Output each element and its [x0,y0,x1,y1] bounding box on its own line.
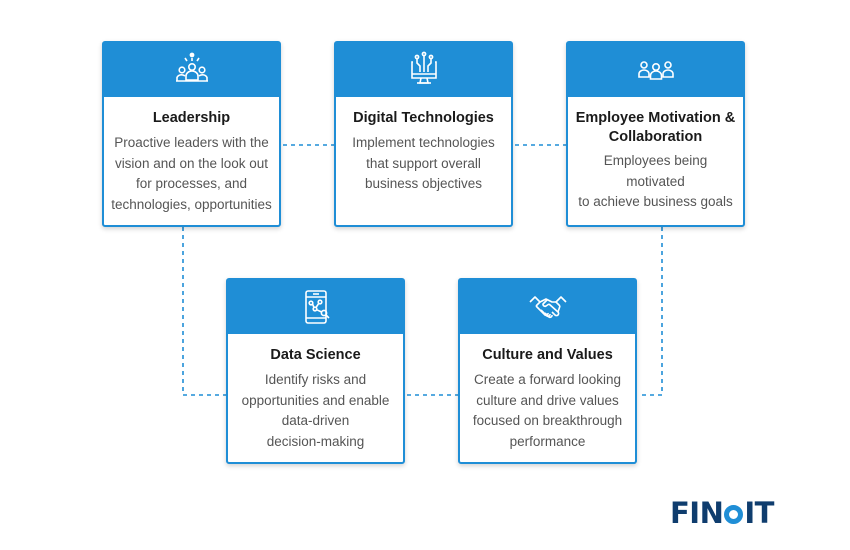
card-title: Leadership [152,110,231,126]
data-tablet-icon [304,290,330,324]
finoit-logo: FIN IT [670,496,774,530]
card-description: Proactive leaders with the vision and on… [111,135,272,212]
card-description: Implement technologies that support over… [352,135,495,191]
logo-text-start: FIN [670,496,724,530]
card-leadership: Leadership Proactive leaders with the vi… [102,41,281,227]
leadership-icon [175,52,208,82]
card-culture-values: Culture and Values Create a forward look… [458,278,637,464]
card-description: Employees being motivated to achieve bus… [578,153,733,209]
card-header [104,43,279,97]
card-description: Create a forward looking culture and dri… [472,372,623,449]
card-title: Employee Motivation & Collaboration [575,110,736,145]
connector-employee-culture [639,227,663,396]
card-title: Data Science [270,347,361,363]
connector-leadership-data [182,227,226,396]
digital-monitor-icon [410,51,437,84]
card-header [568,43,743,97]
card-employee-motivation: Employee Motivation & Collaboration Empl… [566,41,745,227]
card-data-science: Data Science Identify risks and opportun… [226,278,405,464]
card-header [336,43,511,97]
team-icon [637,61,674,80]
card-header [460,280,635,334]
logo-o-ring-icon [724,504,744,524]
card-title: Culture and Values [482,347,613,363]
handshake-icon [528,296,567,319]
card-description: Identify risks and opportunities and ena… [241,372,390,449]
card-digital-technologies: Digital Technologies Implement technolog… [334,41,513,227]
card-title: Digital Technologies [353,110,494,126]
card-header [228,280,403,334]
logo-text-end: IT [744,496,774,530]
